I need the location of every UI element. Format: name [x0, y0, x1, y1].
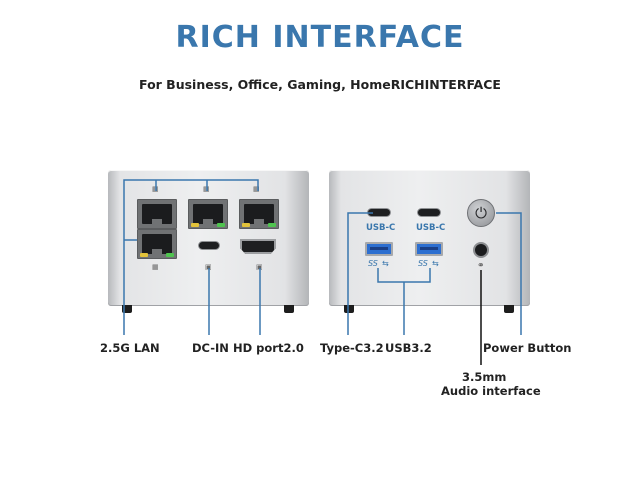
audio-jack: [473, 242, 489, 258]
device-rear-panel-right: USB-C USB-C SS ⇆ SS ⇆ ⏻ ⚭: [329, 170, 530, 306]
network-icon: ▦: [152, 263, 159, 271]
lan-port-1: [137, 199, 177, 229]
label-power-button: Power Button: [483, 341, 572, 355]
dc-in-port: [198, 241, 220, 250]
lan-port-3: [239, 199, 279, 229]
label-type-c: Type-C3.2: [320, 341, 384, 355]
usb-c-label-1: USB-C: [366, 223, 396, 233]
usb-a-port-2: [415, 242, 443, 256]
label-usb32: USB3.2: [385, 341, 432, 355]
hdmi-icon: ▣: [256, 263, 263, 271]
callout-line-type-c: [347, 212, 373, 335]
usb-icon: ⇆: [432, 259, 439, 268]
ss-label-2: SS: [418, 259, 428, 268]
page-title: RICH INTERFACE: [175, 20, 465, 55]
page-subtitle: For Business, Office, Gaming, HomeRICHIN…: [139, 77, 501, 92]
device-foot: [122, 305, 132, 313]
usb-c-label-2: USB-C: [416, 223, 446, 233]
power-button[interactable]: ⏻: [467, 199, 495, 227]
label-audio-line1: 3.5mm: [462, 370, 507, 384]
label-audio-line2: Audio interface: [441, 384, 541, 398]
device-foot: [284, 305, 294, 313]
lan-port-4: [137, 229, 177, 259]
network-icon: ▦: [253, 185, 260, 193]
lan-port-2: [188, 199, 228, 229]
usb-icon: ⇆: [382, 259, 389, 268]
label-hd-port: HD port2.0: [233, 341, 304, 355]
device-foot: [344, 305, 354, 313]
ss-label-1: SS: [368, 259, 378, 268]
callout-line-power: [496, 212, 522, 335]
label-dc-in: DC-IN: [192, 341, 229, 355]
device-foot: [504, 305, 514, 313]
hdmi-port: [240, 239, 276, 254]
usb-c-port-2: [417, 208, 441, 217]
headphone-icon: ⚭: [477, 261, 485, 271]
usb-a-port-1: [365, 242, 393, 256]
power-icon: ⏻: [475, 204, 487, 222]
callout-line-lan: [123, 179, 259, 335]
dc-icon: ▣: [205, 263, 212, 271]
label-lan: 2.5G LAN: [100, 341, 160, 355]
callout-line-usb32: [377, 268, 431, 283]
